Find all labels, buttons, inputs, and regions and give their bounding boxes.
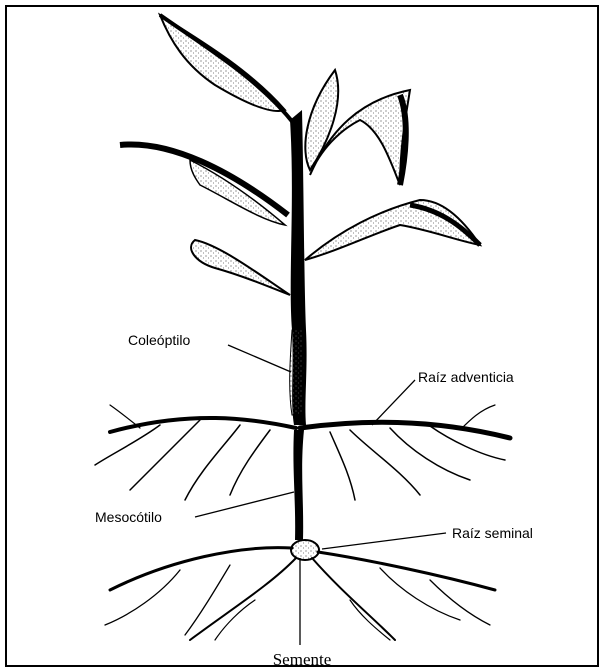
leader-lines	[195, 345, 446, 645]
seed	[291, 540, 319, 560]
label-seed: Semente	[273, 650, 332, 669]
label-mesocotyl: Mesocótilo	[95, 509, 162, 525]
label-adventitious-root: Raíz adventicia	[418, 369, 514, 385]
stem	[290, 110, 307, 425]
label-coleoptile: Coleóptilo	[128, 332, 190, 348]
label-seminal-root: Raíz seminal	[452, 525, 533, 541]
mesocotyl	[293, 430, 304, 540]
